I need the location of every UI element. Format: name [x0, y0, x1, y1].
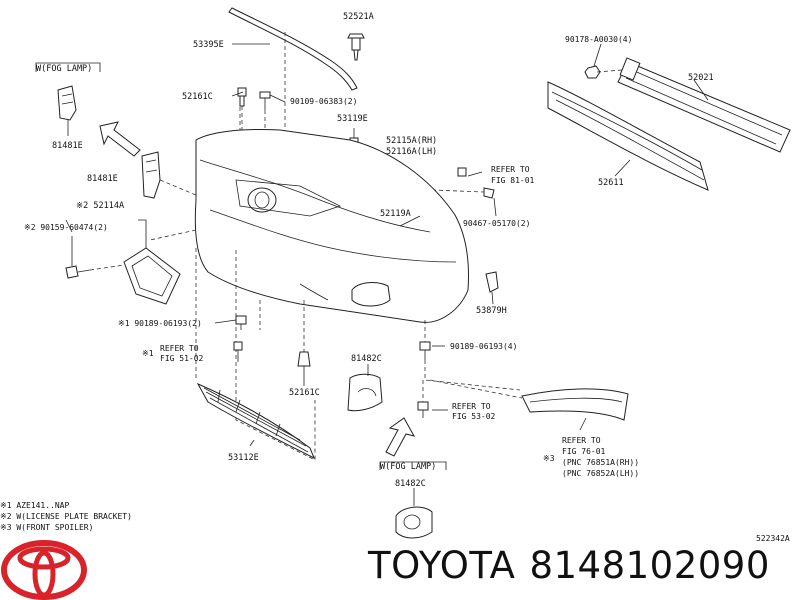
nut-90178 [584, 65, 601, 79]
label-90467: 90467-05170(2) [463, 219, 530, 228]
label-pnc-lh: (PNC 76852A(LH)) [562, 469, 639, 478]
fog-lamp-cover-81482C-lower [395, 506, 433, 539]
label-52114A: ※2 52114A [76, 201, 124, 211]
label-refer-81-line1: REFER TO [491, 165, 530, 174]
label-81481E: 81481E [87, 174, 118, 184]
license-plate-bracket-52114A [123, 247, 181, 305]
clip-90189-right [419, 341, 431, 360]
label-52611: 52611 [598, 178, 624, 188]
label-90159: ※2 90159-60474(2) [24, 223, 108, 232]
direction-arrow-lower [385, 417, 415, 457]
screw-fig51 [233, 341, 243, 362]
clip-52521A [347, 33, 365, 61]
label-53879H: 53879H [476, 306, 507, 316]
label-90189-left: ※1 90189-06193(2) [118, 319, 202, 328]
label-52521A: 52521A [343, 12, 374, 22]
label-52161C-bottom: 52161C [289, 388, 320, 398]
label-53119E: 53119E [337, 114, 368, 124]
screw-90109 [259, 91, 271, 110]
clip-90189-left [235, 315, 247, 330]
direction-arrow-upper [99, 121, 141, 157]
label-fog-lamp-upper: W(FOG LAMP) [36, 64, 92, 74]
label-52119A: 52119A [380, 209, 411, 219]
label-81482C-upper: 81482C [351, 354, 382, 364]
label-refer-76-line1: REFER TO [562, 436, 601, 445]
screw-90467 [457, 167, 495, 199]
molding-strip-53395E [228, 7, 358, 91]
label-52116A: 52116A(LH) [386, 147, 437, 157]
label-52021: 52021 [688, 73, 714, 83]
label-pnc-rh: (PNC 76851A(RH)) [562, 458, 639, 467]
label-fog-lamp-lower: W(FOG LAMP) [380, 462, 436, 472]
label-90189-right: 90189-06193(4) [450, 342, 517, 351]
diagram-code: 522342A [756, 534, 790, 543]
footnote-3: ※3 W(FRONT SPOILER) [0, 523, 93, 532]
label-mark-51: ※1 [142, 349, 154, 358]
clip-52161C-bottom [297, 351, 311, 378]
label-refer-76-line2: FIG 76-01 [562, 447, 606, 456]
brand-title: TOYOTA 8148102090 [368, 544, 784, 587]
label-81481E-upper: 81481E [52, 141, 83, 151]
footnote-1: ※1 AZE141..NAP [0, 501, 70, 510]
bolt-90159 [65, 265, 91, 279]
bumper-cover-52119A [194, 129, 469, 323]
fog-lamp-bracket-81481E-upper [57, 85, 77, 121]
label-refer-81-line2: FIG 81-01 [491, 176, 535, 185]
fog-lamp-cover-81482C-upper [347, 373, 383, 412]
absorber-52611 [547, 81, 709, 191]
label-53112E: 53112E [228, 453, 259, 463]
toyota-logo-icon [1, 540, 87, 600]
label-52161C-top: 52161C [182, 92, 213, 102]
label-refer-53-line2: FIG 53-02 [452, 412, 496, 421]
clip-52161C-top [237, 87, 247, 107]
fog-lamp-bracket-81481E [141, 151, 161, 199]
label-90178: 90178-A0030(4) [565, 35, 632, 44]
reinforcement-52021 [617, 57, 791, 153]
label-refer-51-line1: REFER TO [160, 344, 199, 353]
footnote-2: ※2 W(LICENSE PLATE BRACKET) [0, 512, 132, 521]
clip-53879H [485, 271, 499, 293]
label-90109: 90109-06383(2) [290, 97, 357, 106]
brand-name: TOYOTA [368, 544, 516, 587]
label-81482C-lower: 81482C [395, 479, 426, 489]
screw-fig53 [417, 401, 429, 418]
label-53395E: 53395E [193, 40, 224, 50]
label-52115A: 52115A(RH) [386, 136, 437, 146]
label-refer-53-line1: REFER TO [452, 402, 491, 411]
label-mark-76: ※3 [543, 454, 555, 463]
part-number: 8148102090 [529, 544, 770, 587]
label-refer-51-line2: FIG 51-02 [160, 354, 204, 363]
front-spoiler [521, 388, 629, 421]
lower-grille-53112E [196, 382, 315, 460]
